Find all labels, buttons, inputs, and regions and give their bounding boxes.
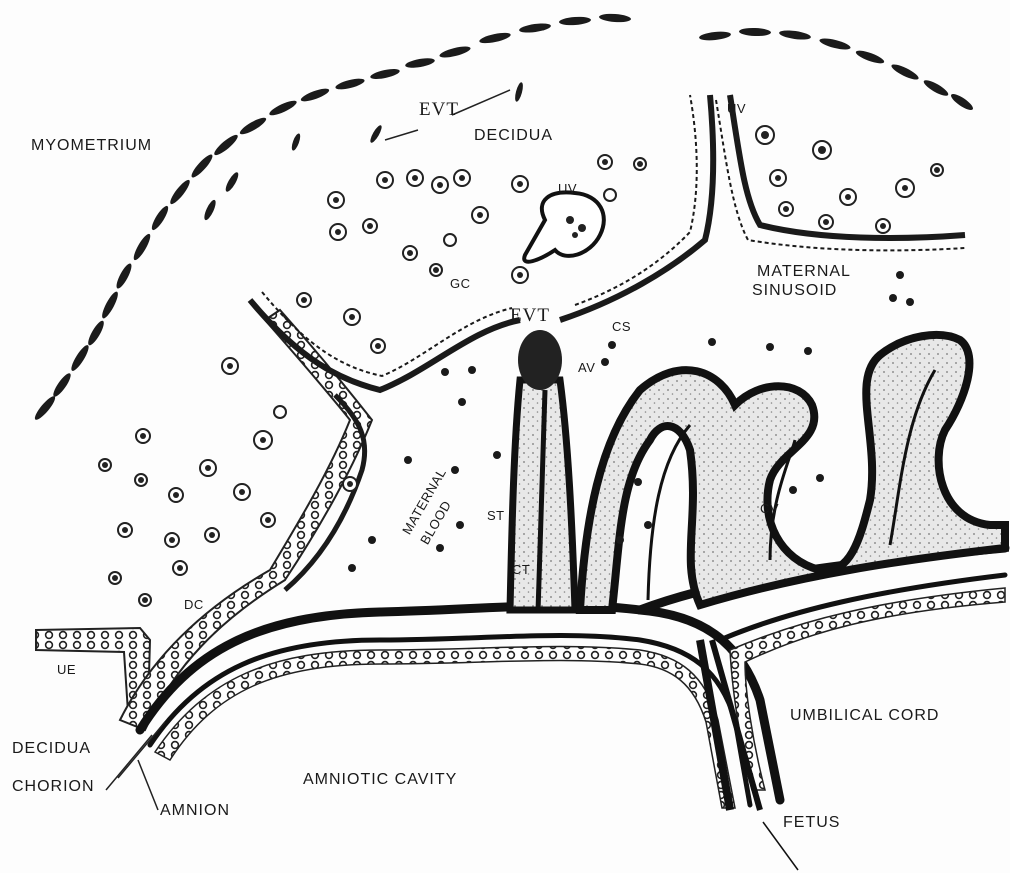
label-umbilical-cord: UMBILICAL CORD	[790, 708, 939, 724]
label-evt-top: EVT	[419, 100, 459, 119]
label-gc: GC	[450, 277, 471, 290]
label-maternal-sinusoid-1: MATERNAL	[757, 264, 851, 280]
label-ue: UE	[57, 663, 76, 676]
label-fetus: FETUS	[783, 815, 840, 831]
label-decidua-bottom: DECIDUA	[12, 741, 91, 757]
label-evt-center: EVT	[510, 306, 550, 325]
label-amniotic-cavity: AMNIOTIC CAVITY	[303, 772, 457, 788]
label-maternal-sinusoid-2: SINUSOID	[752, 283, 837, 299]
label-decidua-top: DECIDUA	[474, 128, 553, 144]
label-cs: CS	[612, 320, 631, 333]
label-myometrium: MYOMETRIUM	[31, 138, 152, 154]
label-st: ST	[487, 509, 505, 522]
label-chorion: CHORION	[12, 779, 95, 795]
label-av: AV	[578, 361, 595, 374]
label-cv: CV	[760, 502, 779, 515]
label-amnion: AMNION	[160, 803, 230, 819]
label-ct: CT	[512, 563, 530, 576]
floating-villi	[580, 335, 1005, 610]
leader-lines	[106, 90, 510, 810]
label-uv-center: UV	[558, 182, 577, 195]
uterine-vein-center	[524, 192, 604, 261]
myometrium-spindles	[32, 13, 975, 422]
label-uv-right: UV	[727, 102, 746, 115]
label-dc: DC	[184, 598, 204, 611]
